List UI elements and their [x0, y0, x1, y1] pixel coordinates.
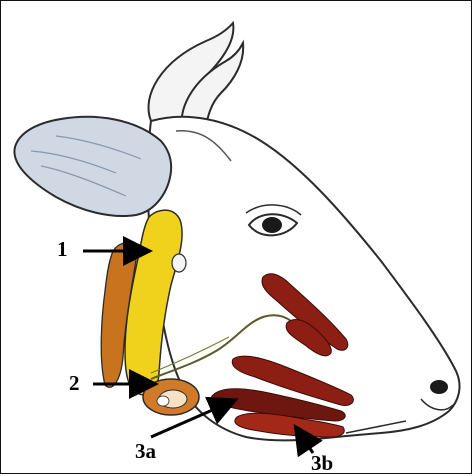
label-3b: 3b: [311, 453, 333, 474]
label-1: 1: [57, 239, 68, 260]
parotid-lymph-node: [172, 254, 186, 272]
ear: [14, 117, 171, 216]
label-2: 2: [69, 373, 80, 394]
label-3a: 3a: [135, 441, 156, 462]
